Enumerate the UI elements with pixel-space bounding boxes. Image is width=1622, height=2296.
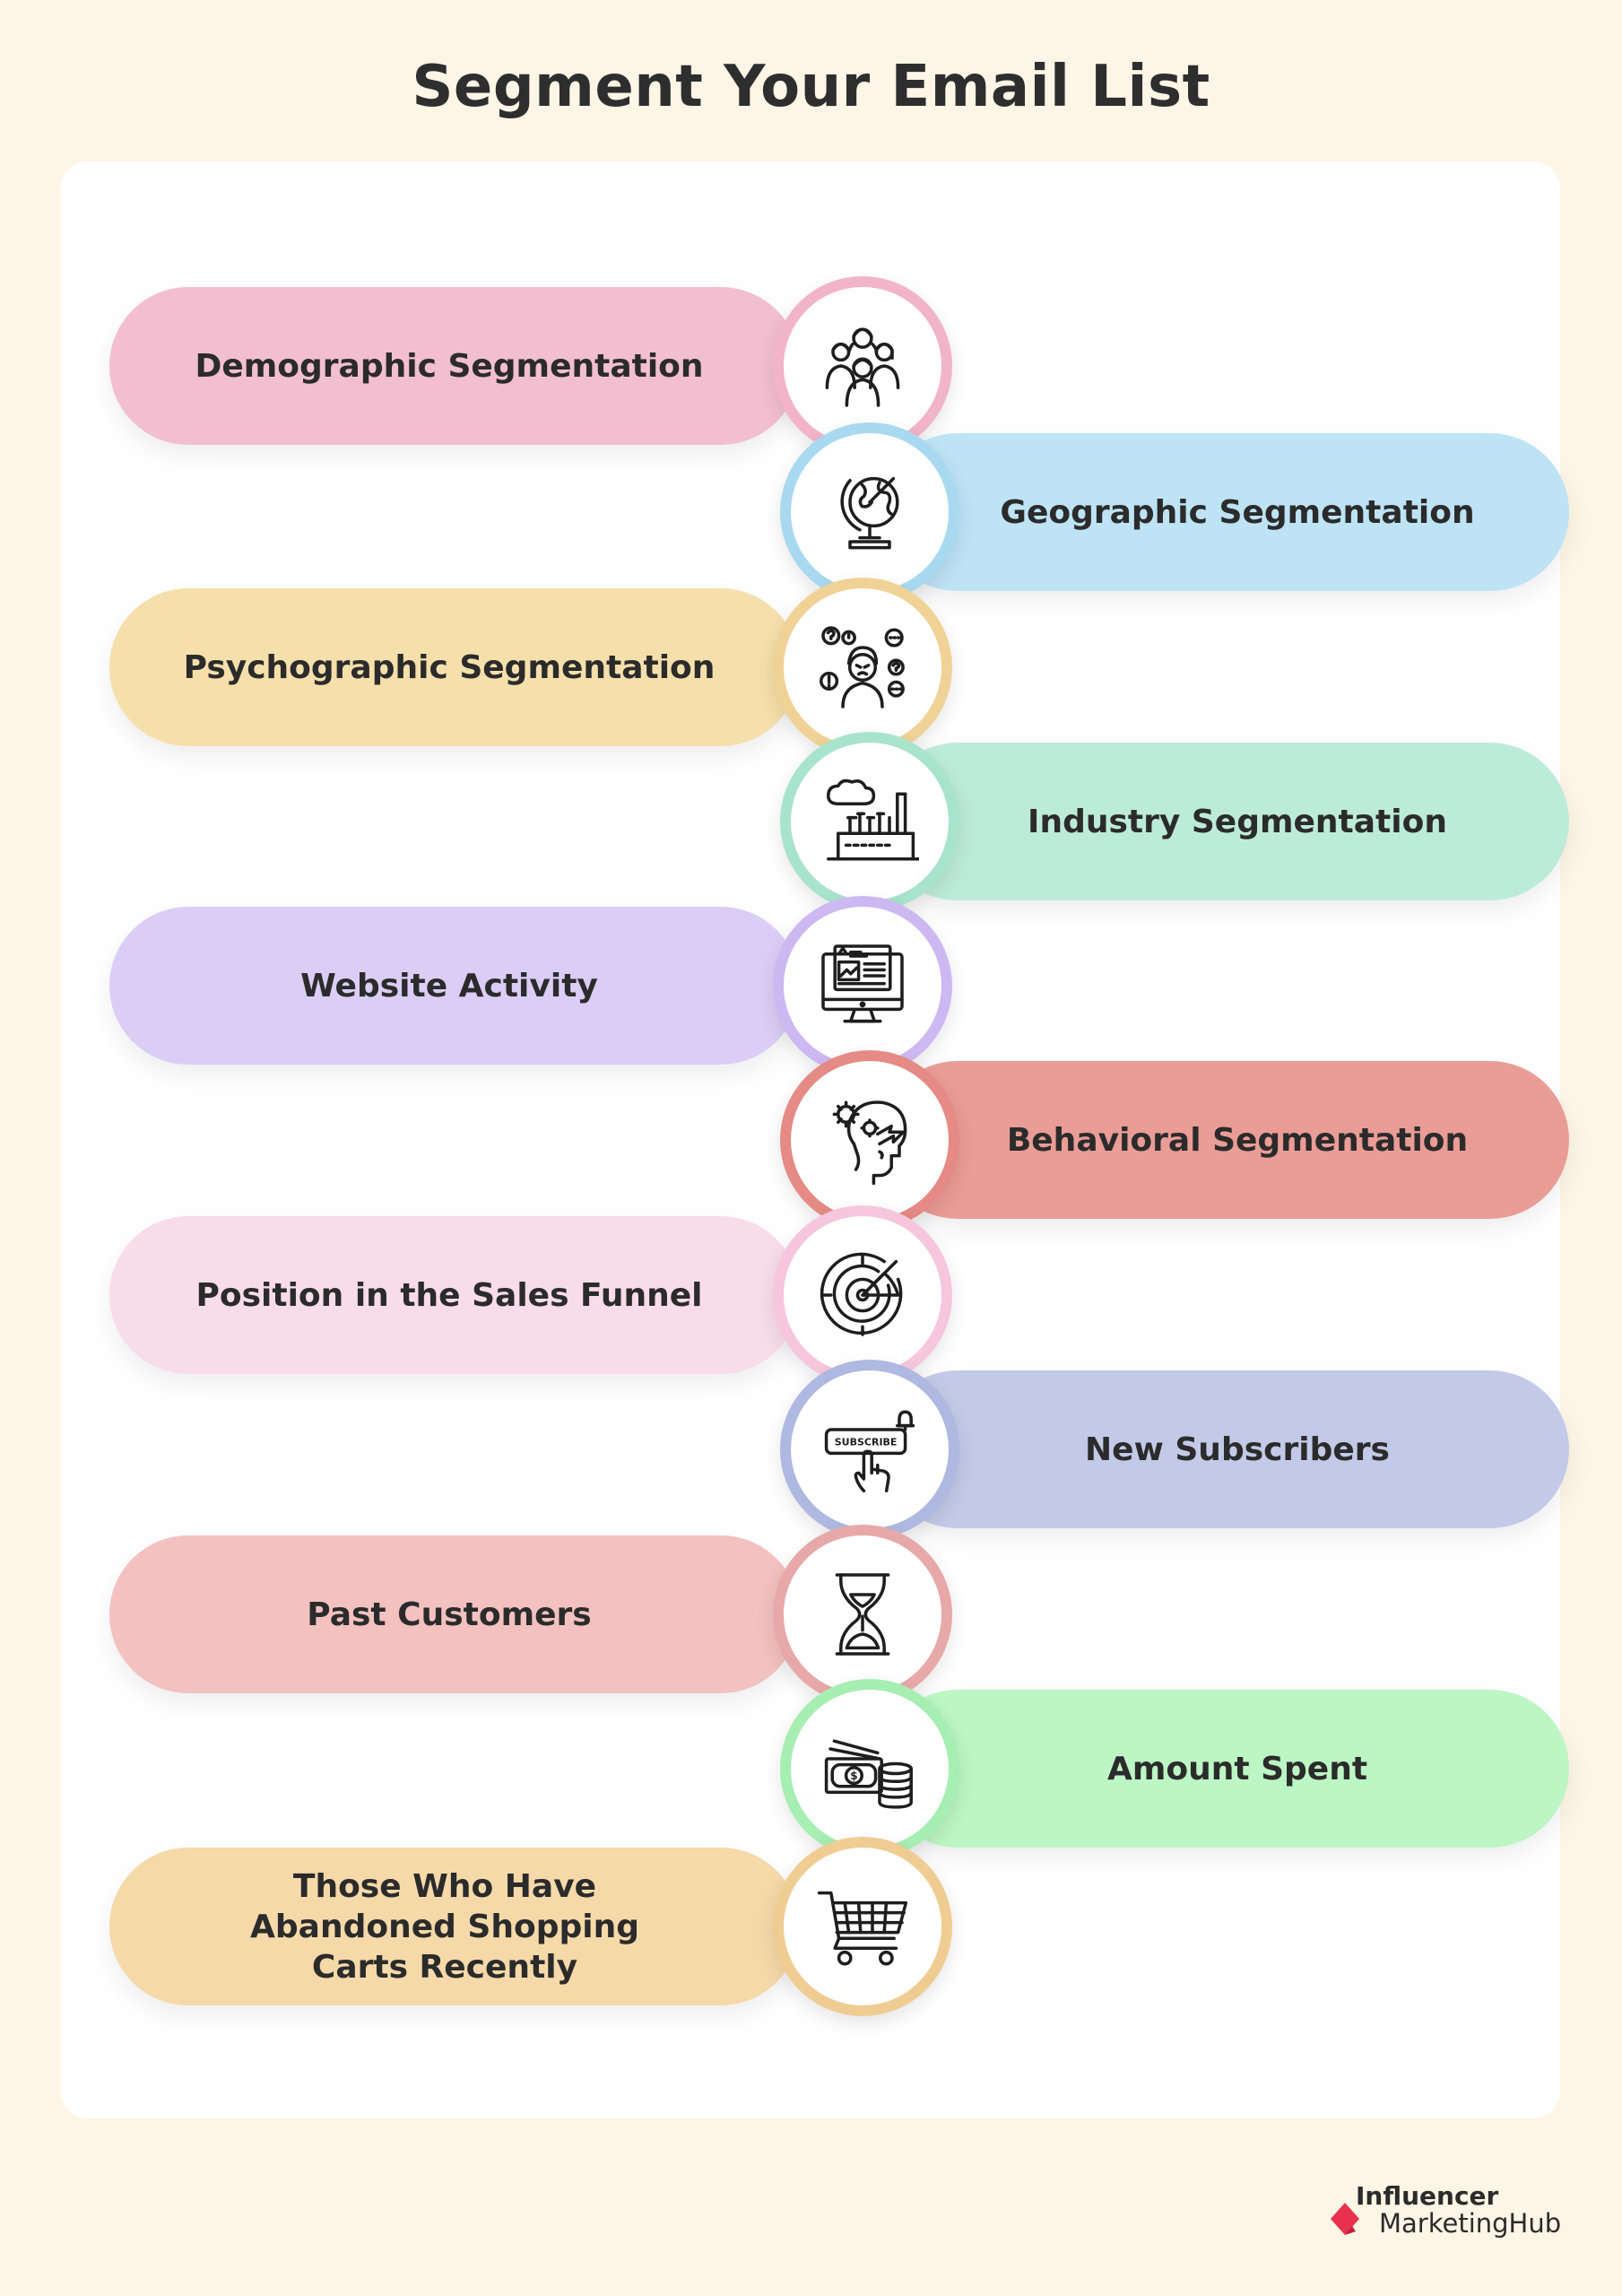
segment-pill — [109, 287, 800, 445]
subscribe-text: SUBSCRIBE — [835, 1437, 898, 1448]
segment-icon-circle: $ — [780, 1679, 959, 1858]
segment-geographic: Geographic Segmentation — [780, 422, 1569, 602]
head-gears-icon — [832, 1100, 907, 1186]
segment-industry: Industry Segmentation — [780, 732, 1569, 911]
segment-icon-circle — [773, 578, 952, 757]
segment-icon-circle — [780, 1050, 959, 1230]
segment-icon-circle — [780, 732, 959, 911]
segment-psychographic: Psychographic Segmentation — [109, 578, 952, 757]
logo-text-line2: MarketingHub — [1379, 2208, 1562, 2239]
thinking-person-icon — [820, 626, 905, 709]
segment-label: Behavioral Segmentation — [1006, 1121, 1469, 1159]
money-coins-icon: $ — [824, 1739, 913, 1809]
segment-pill — [879, 1370, 1569, 1528]
segment-label: Geographic Segmentation — [1000, 493, 1475, 531]
segment-pill — [109, 1216, 800, 1374]
segment-label: Psychographic Segmentation — [183, 648, 716, 686]
shopping-cart-icon — [817, 1891, 908, 1966]
segment-new-subscribers: New Subscribers SUBSCRIBE — [780, 1360, 1569, 1539]
segment-website-activity: Website Activity — [109, 896, 952, 1075]
segment-label: Amount Spent — [1106, 1750, 1368, 1787]
segment-icon-circle: SUBSCRIBE — [780, 1360, 959, 1539]
svg-text:$: $ — [850, 1770, 857, 1782]
segment-pill — [879, 1061, 1569, 1219]
segment-pill — [109, 1535, 800, 1693]
segment-pill — [879, 433, 1569, 591]
segment-behavioral: Behavioral Segmentation — [780, 1050, 1569, 1230]
radar-icon — [820, 1252, 903, 1336]
segment-label: Demographic Segmentation — [195, 347, 704, 385]
segment-icon-circle — [773, 896, 952, 1075]
segment-sales-funnel: Position in the Sales Funnel — [109, 1205, 952, 1385]
people-group-icon — [825, 327, 900, 407]
segment-label: Those Who Have Abandoned Shopping Carts … — [250, 1867, 639, 1986]
segment-label: Position in the Sales Funnel — [195, 1276, 703, 1314]
segment-amount-spent: Amount Spent $ — [780, 1679, 1569, 1858]
segment-icon-circle — [773, 1205, 952, 1385]
segment-pill — [879, 1690, 1569, 1848]
segment-icon-circle — [773, 1837, 952, 2016]
segment-label: Past Customers — [307, 1596, 592, 1633]
globe-icon — [840, 476, 899, 550]
segment-demographic: Demographic Segmentation — [109, 276, 952, 456]
segments-card: Demographic Segmentation Geographic Segm — [61, 161, 1569, 2118]
subscribe-button-icon: SUBSCRIBE — [824, 1410, 915, 1492]
factory-icon — [827, 778, 919, 861]
logo-text-line1: Influencer — [1356, 2181, 1499, 2211]
computer-monitor-icon — [821, 944, 904, 1023]
segment-pill — [879, 743, 1569, 900]
logo-mark-icon — [1331, 2203, 1359, 2235]
segment-pill — [109, 907, 800, 1065]
page-title: Segment Your Email List — [412, 54, 1210, 120]
segment-pill — [109, 588, 800, 746]
hourglass-icon — [835, 1573, 890, 1656]
segment-icon-circle — [773, 1525, 952, 1704]
segment-past-customers: Past Customers — [109, 1525, 952, 1704]
segment-abandoned-carts: Those Who Have Abandoned Shopping Carts … — [109, 1837, 952, 2016]
segment-label: Industry Segmentation — [1028, 803, 1447, 840]
segment-pill — [109, 1848, 800, 2005]
influencer-marketing-hub-logo: Influencer MarketingHub — [1325, 2181, 1567, 2244]
segment-label: Website Activity — [300, 967, 598, 1004]
segment-label: New Subscribers — [1085, 1431, 1390, 1468]
segment-icon-circle — [780, 422, 959, 602]
